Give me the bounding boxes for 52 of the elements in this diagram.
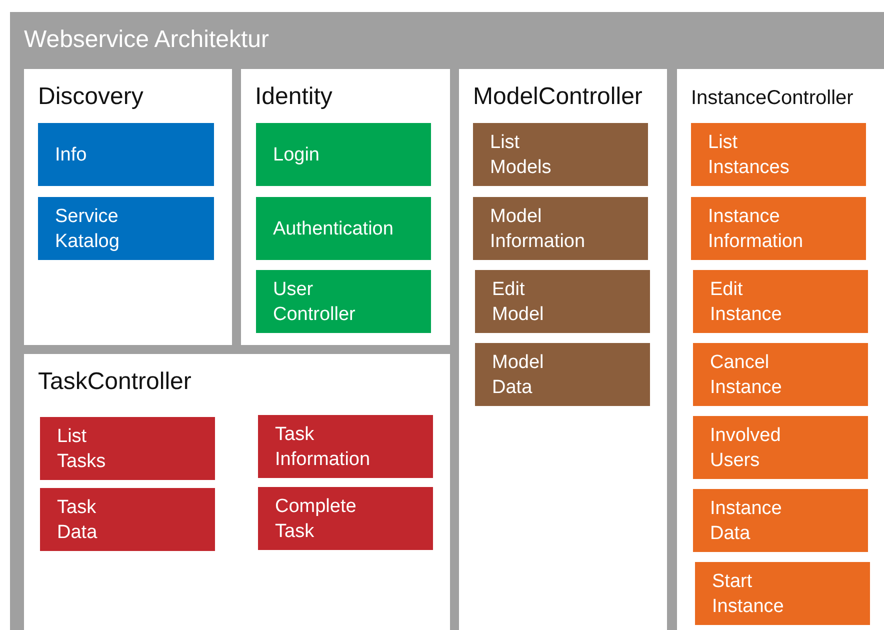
module-box <box>693 270 868 333</box>
box-label: Task Information <box>275 422 370 472</box>
module-box <box>473 197 648 260</box>
module-panel <box>24 69 232 345</box>
frame-heading: Webservice Architektur <box>24 26 269 54</box>
panel-heading: TaskController <box>38 368 192 396</box>
module-box <box>40 488 215 551</box>
module-box <box>475 270 650 333</box>
box-label: Start Instance <box>712 570 784 618</box>
module-box <box>256 270 431 333</box>
panel-heading: InstanceController <box>691 87 854 110</box>
module-panel <box>677 69 884 630</box>
box-label: Service Katalog <box>55 204 120 254</box>
module-box <box>258 487 433 550</box>
box-label: Info <box>55 143 87 167</box>
box-label: Task Data <box>57 496 98 544</box>
module-panel <box>459 69 667 630</box>
module-box <box>38 197 214 260</box>
module-box <box>475 343 650 406</box>
diagram-frame <box>10 12 884 630</box>
box-label: Authentication <box>273 217 394 241</box>
box-label: Model Information <box>490 204 586 254</box>
module-box <box>256 197 431 260</box>
module-box <box>691 197 866 260</box>
module-box <box>473 123 648 186</box>
panel-heading: Identity <box>255 83 332 111</box>
module-box <box>256 123 431 186</box>
module-box <box>693 416 868 479</box>
box-label: Cancel Instance <box>710 350 782 400</box>
box-label: Edit Model <box>492 278 544 326</box>
module-box <box>693 489 868 552</box>
module-panel <box>241 69 450 345</box>
box-label: Instance Information <box>708 204 804 254</box>
module-box <box>38 123 214 186</box>
module-box <box>40 417 215 480</box>
panel-heading: ModelController <box>473 83 642 111</box>
box-label: Complete Task <box>275 494 356 544</box>
box-label: Involved Users <box>710 424 781 472</box>
box-label: Login <box>273 143 320 167</box>
module-panel <box>24 354 450 630</box>
box-label: User Controller <box>273 278 356 326</box>
module-box <box>691 123 866 186</box>
module-box <box>695 562 870 625</box>
panel-heading: Discovery <box>38 83 144 111</box>
box-label: Instance Data <box>710 496 782 546</box>
box-label: Model Data <box>492 350 544 400</box>
module-box <box>258 415 433 478</box>
box-label: Edit Instance <box>710 278 782 326</box>
module-box <box>693 343 868 406</box>
box-label: List Instances <box>708 130 790 180</box>
box-label: List Tasks <box>57 424 106 474</box>
box-label: List Models <box>490 130 552 180</box>
